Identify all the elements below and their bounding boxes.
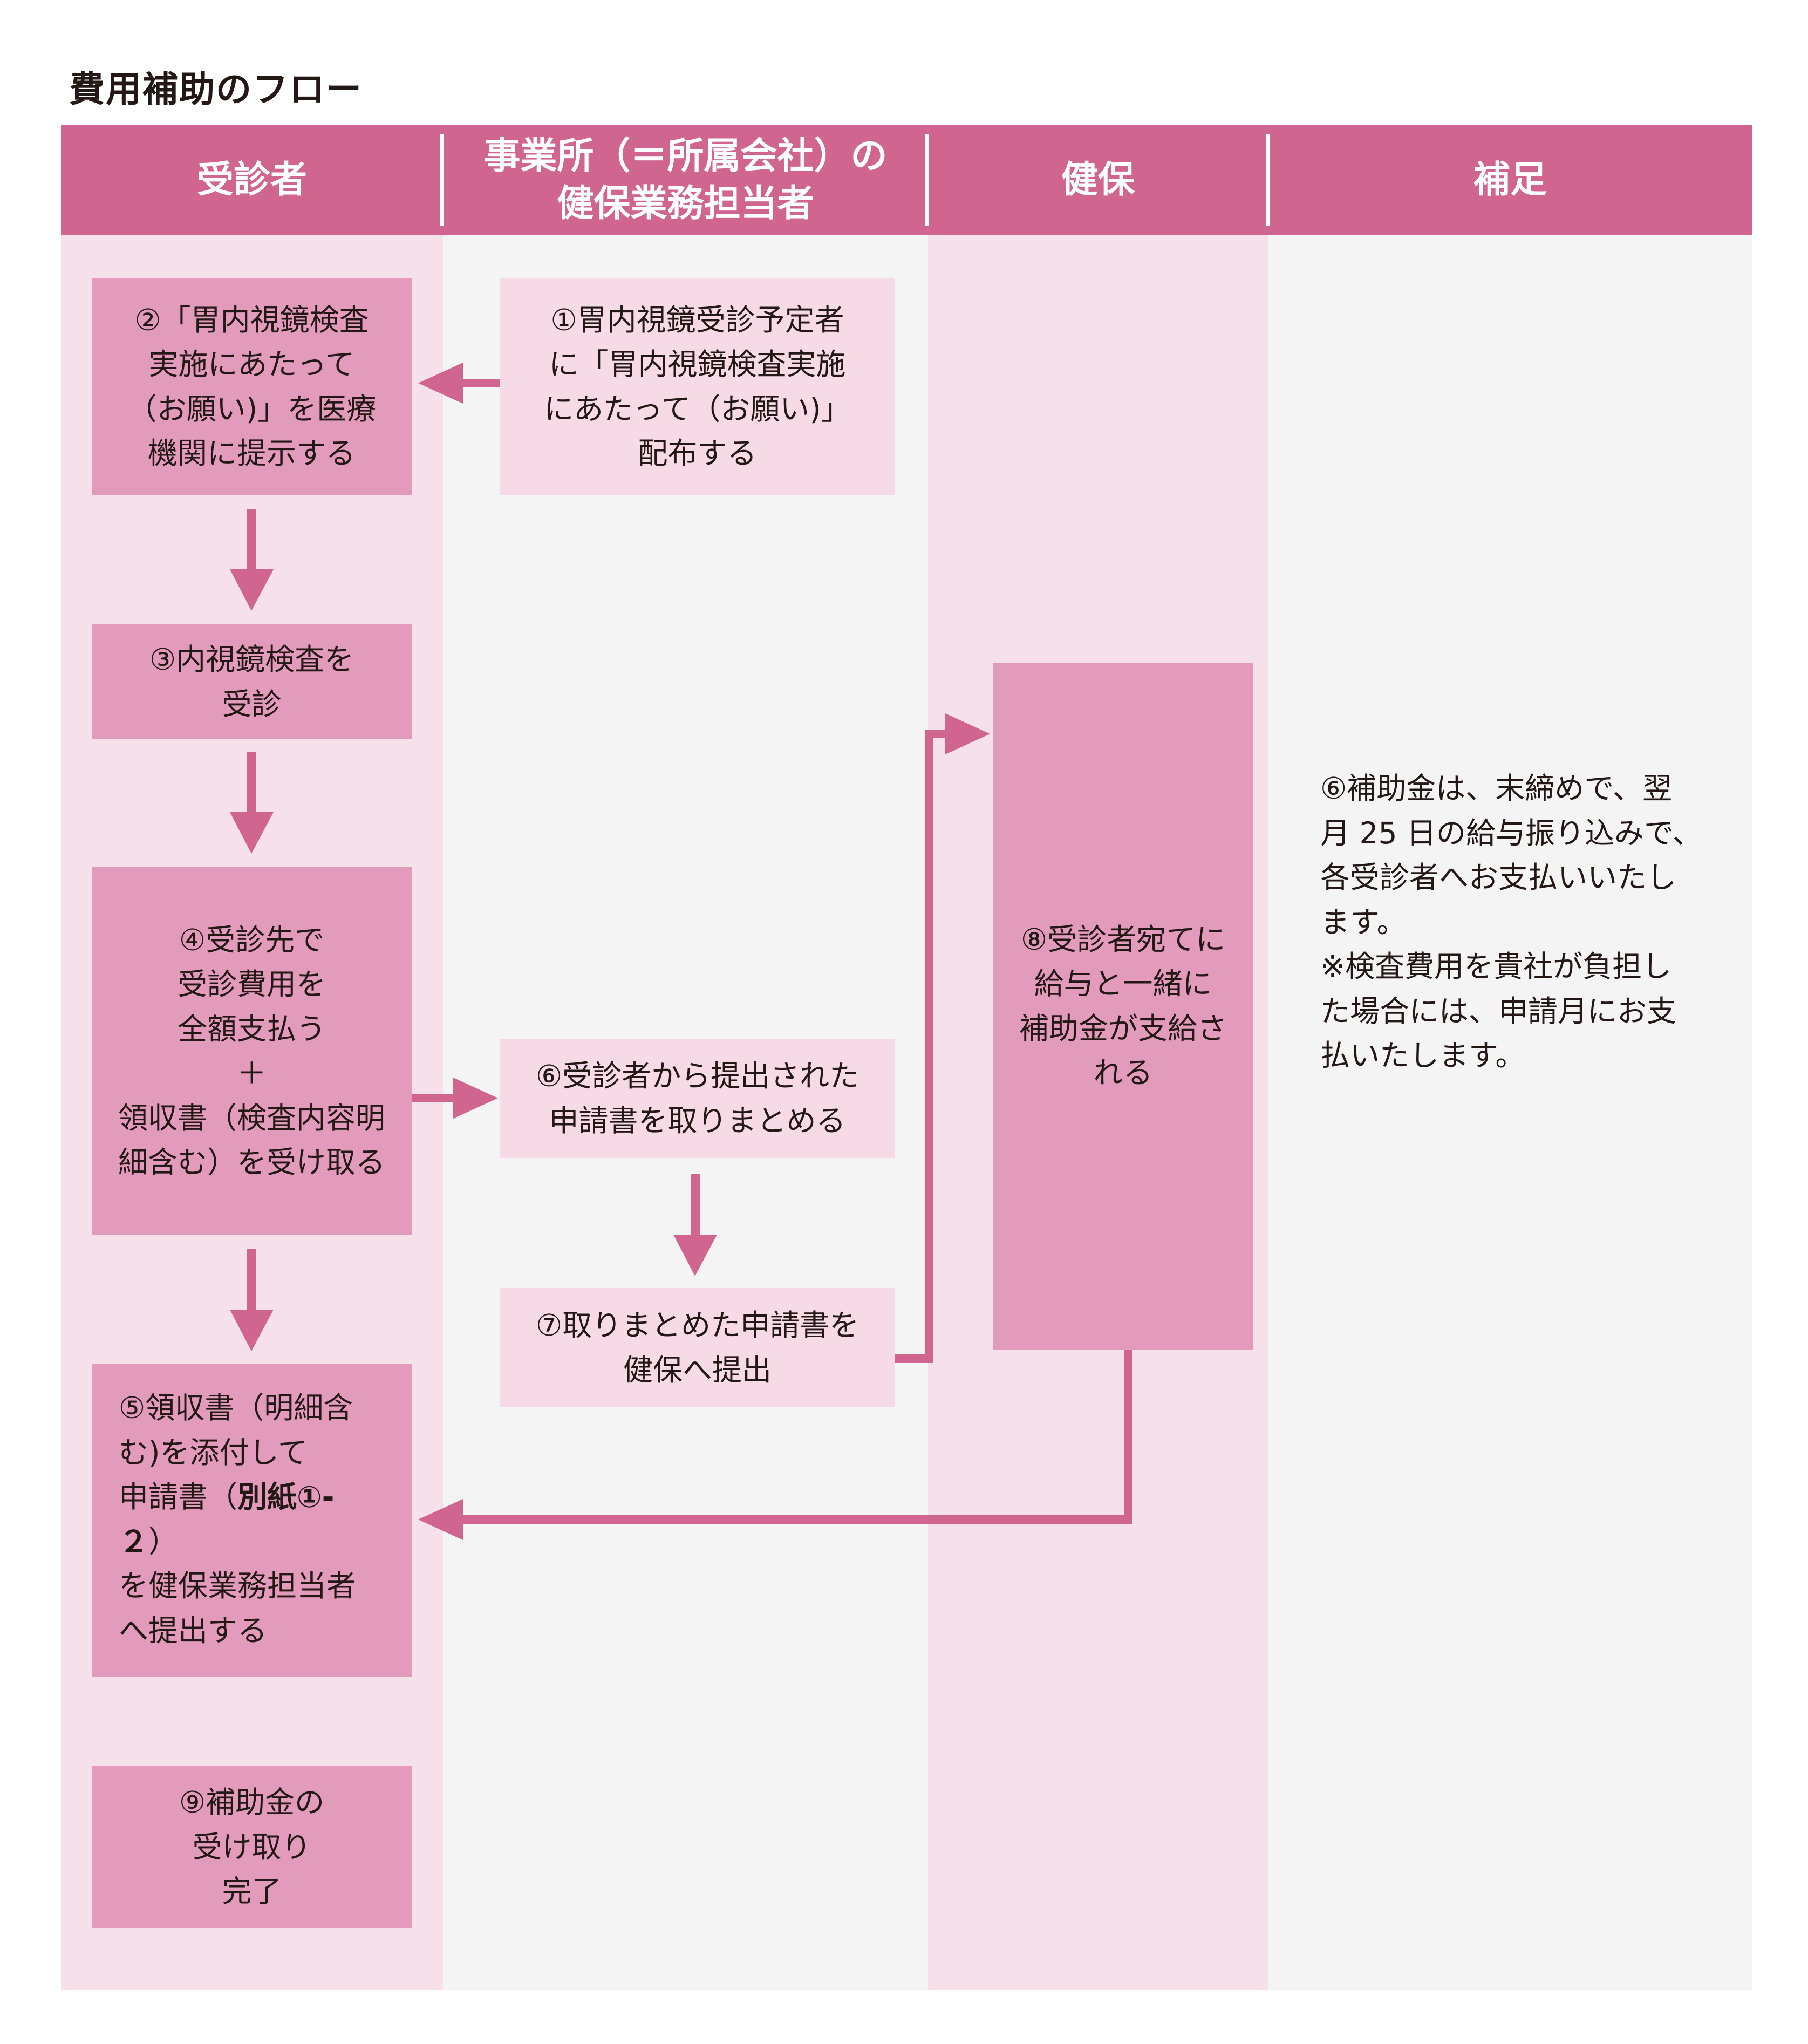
lane-header-patient: 受診者 bbox=[61, 125, 443, 235]
arrow-1-to-2-shaft bbox=[453, 379, 500, 387]
note-line: ます。 bbox=[1320, 904, 1407, 939]
arrow-7-to-8-seg1 bbox=[895, 1354, 933, 1363]
note-line: 各受診者へお支払いいたし bbox=[1320, 860, 1677, 895]
step-5-text: ⑤領収書（明細含 む)を添付して 申請書（別紙①-２） を健保業務担当者 へ提出… bbox=[119, 1391, 357, 1648]
step-9-box: ⑨補助金の 受け取り 完了 bbox=[92, 1766, 412, 1928]
arrow-6-to-7-head bbox=[673, 1235, 717, 1276]
lane-header-office: 事業所（＝所属会社）の 健保業務担当者 bbox=[443, 125, 928, 235]
arrow-2-to-3-shaft bbox=[247, 509, 256, 576]
attachment-ref: 別紙①-２ bbox=[119, 1480, 335, 1559]
step-4-box: ④受診先で 受診費用を 全額支払う ＋ 領収書（検査内容明 細含む）を受け取る bbox=[92, 867, 412, 1235]
step-1-box: ①胃内視鏡受診予定者 に「胃内視鏡検査実施 にあたって（お願い)」 配布する bbox=[500, 278, 895, 495]
arrow-4-to-5-shaft bbox=[247, 1249, 256, 1317]
step-6-box: ⑥受診者から提出された 申請書を取りまとめる bbox=[500, 1039, 895, 1158]
arrow-7-to-8-head bbox=[945, 713, 990, 754]
arrow-6-to-7-shaft bbox=[691, 1174, 700, 1242]
arrow-2-to-3-head bbox=[230, 569, 274, 611]
note-line: 払いたします。 bbox=[1320, 1038, 1525, 1073]
arrow-8-to-5-head bbox=[418, 1499, 463, 1540]
lane-header-notes: 補足 bbox=[1268, 125, 1752, 235]
page-title: 費用補助のフロー bbox=[69, 69, 363, 110]
arrow-4-to-5-head bbox=[230, 1310, 274, 1351]
arrow-3-to-4-shaft bbox=[247, 752, 256, 819]
supplementary-note: ⑥補助金は、末締めで、翌 月 25 日の給与振り込みで、 各受診者へお支払いいた… bbox=[1320, 766, 1709, 1078]
step-3-box: ③内視鏡検査を 受診 bbox=[92, 624, 412, 739]
lane-header-kenpo: 健保 bbox=[928, 125, 1268, 235]
step-7-box: ⑦取りまとめた申請書を 健保へ提出 bbox=[500, 1288, 895, 1407]
arrow-8-to-5-seg2 bbox=[453, 1515, 1132, 1524]
arrow-4-to-6-head bbox=[453, 1078, 498, 1119]
note-line: ※検査費用を貴社が負担し bbox=[1320, 949, 1672, 984]
arrow-8-to-5-seg1 bbox=[1124, 1350, 1132, 1524]
step-8-box: ⑧受診者宛てに 給与と一緒に 補助金が支給さ れる bbox=[993, 663, 1253, 1350]
header-divider bbox=[925, 134, 929, 226]
note-line: 月 25 日の給与振り込みで、 bbox=[1320, 815, 1702, 850]
arrow-7-to-8-seg2 bbox=[925, 730, 933, 1363]
header-divider bbox=[440, 134, 444, 226]
note-line: ⑥補助金は、末締めで、翌 bbox=[1320, 771, 1673, 806]
arrow-3-to-4-head bbox=[230, 812, 274, 854]
step-2-box: ②「胃内視鏡検査 実施にあたって （お願い)」を医療 機関に提示する bbox=[92, 278, 412, 495]
arrow-1-to-2-head bbox=[418, 363, 463, 404]
step-5-box: ⑤領収書（明細含 む)を添付して 申請書（別紙①-２） を健保業務担当者 へ提出… bbox=[92, 1364, 412, 1677]
header-divider bbox=[1266, 134, 1270, 226]
note-line: た場合には、申請月にお支 bbox=[1320, 993, 1677, 1028]
lane-notes bbox=[1268, 235, 1752, 1990]
arrow-4-to-6-shaft bbox=[412, 1094, 460, 1102]
